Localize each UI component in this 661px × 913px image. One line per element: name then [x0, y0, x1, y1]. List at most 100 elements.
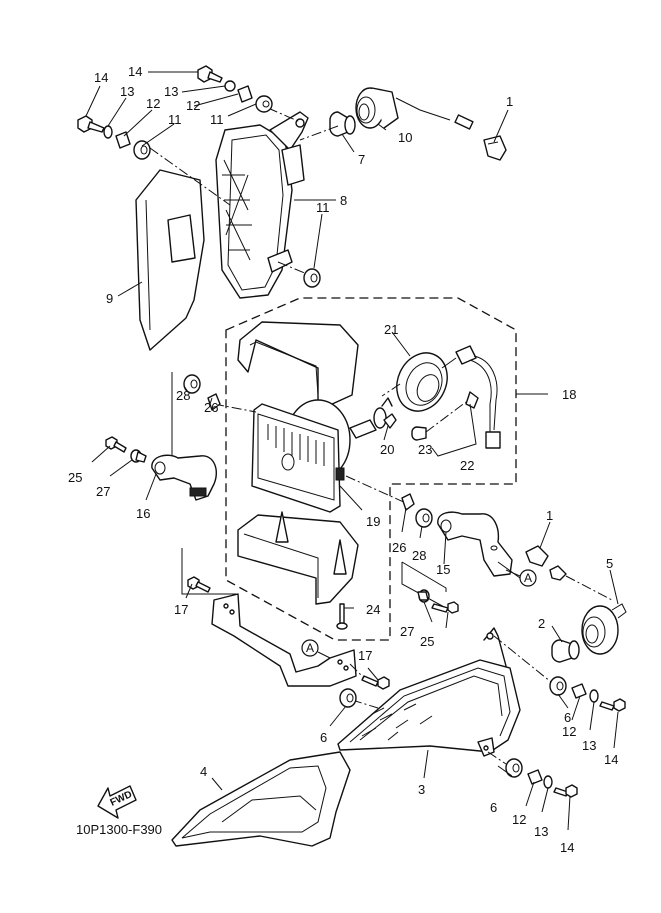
part-3-front-flasher[interactable] [337, 627, 521, 757]
part-14-bolt[interactable] [599, 698, 626, 712]
callout-20: 20 [380, 442, 394, 457]
callout-14: 14 [604, 752, 618, 767]
part-19-headlight-unit[interactable] [251, 399, 351, 513]
callout-14: 14 [94, 70, 108, 85]
callout-10: 10 [398, 130, 412, 145]
part-20-bulb[interactable] [349, 397, 397, 439]
callout-11: 11 [168, 112, 182, 127]
callout-8: 8 [340, 193, 347, 208]
fwd-direction-arrow: FWD [97, 785, 137, 819]
callout-6: 6 [490, 800, 497, 815]
callout-leaders [85, 71, 619, 831]
part-2-bulb[interactable] [551, 639, 580, 663]
part-headlight-upper-case [237, 321, 359, 406]
callout-28: 28 [412, 548, 426, 563]
part-6-grommet[interactable] [339, 688, 357, 708]
callout-28: 28 [176, 388, 190, 403]
callout-27: 27 [400, 624, 414, 639]
part-headlight-lower-case [237, 511, 359, 605]
assembly-line [213, 403, 257, 413]
assembly-line [497, 561, 521, 579]
assembly-line [381, 383, 401, 397]
assembly-line [277, 261, 313, 277]
part-1-connector-upper[interactable] [483, 135, 507, 161]
reference-leader [505, 569, 521, 577]
part-28-grommet[interactable] [183, 374, 201, 394]
part-10-socket-cord[interactable] [355, 87, 474, 130]
part-11-grommet[interactable] [133, 140, 151, 160]
callout-1: 1 [546, 508, 553, 523]
callout-6: 6 [564, 710, 571, 725]
headlight-assembly-boundary [225, 297, 517, 641]
part-6-grommet[interactable] [549, 676, 567, 696]
callout-5: 5 [606, 556, 613, 571]
callout-12: 12 [186, 98, 200, 113]
part-5-socket-cord[interactable] [581, 603, 627, 655]
part-25-bolt[interactable] [431, 601, 459, 614]
callout-22: 22 [460, 458, 474, 473]
part-14-bolt[interactable] [553, 784, 578, 798]
part-13-washer[interactable] [543, 775, 553, 789]
part-12-collar[interactable] [237, 85, 253, 103]
part-7-bulb[interactable] [329, 111, 356, 137]
assembly-line [487, 751, 507, 765]
callout-14: 14 [128, 64, 142, 79]
part-4-cover[interactable] [171, 751, 351, 847]
callout-12: 12 [512, 812, 526, 827]
assembly-line [565, 575, 613, 601]
assembly-line [267, 107, 301, 123]
part-14-bolt[interactable] [197, 65, 223, 83]
callout-2: 2 [538, 616, 545, 631]
part-11-grommet[interactable] [255, 95, 273, 113]
part-26-nut[interactable] [401, 493, 415, 511]
part-28-grommet[interactable] [415, 508, 433, 528]
catalog-code: 10P1300-F390 [76, 822, 162, 837]
part-16-stay[interactable] [151, 454, 218, 501]
reference-mark-a: A [519, 569, 537, 587]
assembly-line [299, 125, 339, 141]
part-8-flasher-light[interactable] [215, 111, 309, 299]
callout-13: 13 [582, 738, 596, 753]
part-25-bolt[interactable] [105, 436, 127, 453]
bracket-group-outline [401, 561, 447, 609]
assembly-line [149, 147, 231, 206]
part-22-socket-cord[interactable] [455, 345, 501, 449]
callout-13: 13 [120, 84, 134, 99]
part-27-collar[interactable] [130, 449, 147, 463]
callout-12: 12 [562, 724, 576, 739]
part-23-bulb[interactable] [411, 426, 427, 441]
part-11-grommet[interactable] [303, 268, 321, 288]
part-12-collar[interactable] [571, 683, 587, 699]
reference-mark-a: A [301, 639, 319, 657]
callout-19: 19 [366, 514, 380, 529]
part-21-bulb-cover[interactable] [388, 345, 457, 420]
part-12-collar[interactable] [115, 131, 131, 149]
part-13-washer[interactable] [103, 125, 113, 139]
callout-11: 11 [316, 200, 330, 215]
assembly-line [493, 635, 557, 687]
callout-9: 9 [106, 291, 113, 306]
part-1-connector-lower[interactable] [525, 545, 567, 581]
callout-24: 24 [366, 602, 380, 617]
part-9-cover[interactable] [135, 169, 205, 351]
part-13-washer[interactable] [589, 689, 599, 703]
callout-6: 6 [320, 730, 327, 745]
callout-23: 23 [418, 442, 432, 457]
part-12-collar[interactable] [527, 769, 543, 785]
part-13-washer[interactable] [224, 80, 236, 92]
part-17-bolt[interactable] [361, 675, 390, 690]
mounting-bracket [211, 593, 357, 687]
part-24-screw[interactable] [336, 603, 348, 630]
part-26-nut[interactable] [207, 393, 221, 411]
part-27-collar[interactable] [417, 589, 430, 603]
callout-13: 13 [534, 824, 548, 839]
part-14-bolt[interactable] [77, 115, 105, 133]
callout-12: 12 [146, 96, 160, 111]
callout-27: 27 [96, 484, 110, 499]
part-15-stay[interactable] [437, 511, 513, 577]
callout-3: 3 [418, 782, 425, 797]
callout-17: 17 [358, 648, 372, 663]
callout-15: 15 [436, 562, 450, 577]
part-6-grommet[interactable] [505, 758, 523, 778]
